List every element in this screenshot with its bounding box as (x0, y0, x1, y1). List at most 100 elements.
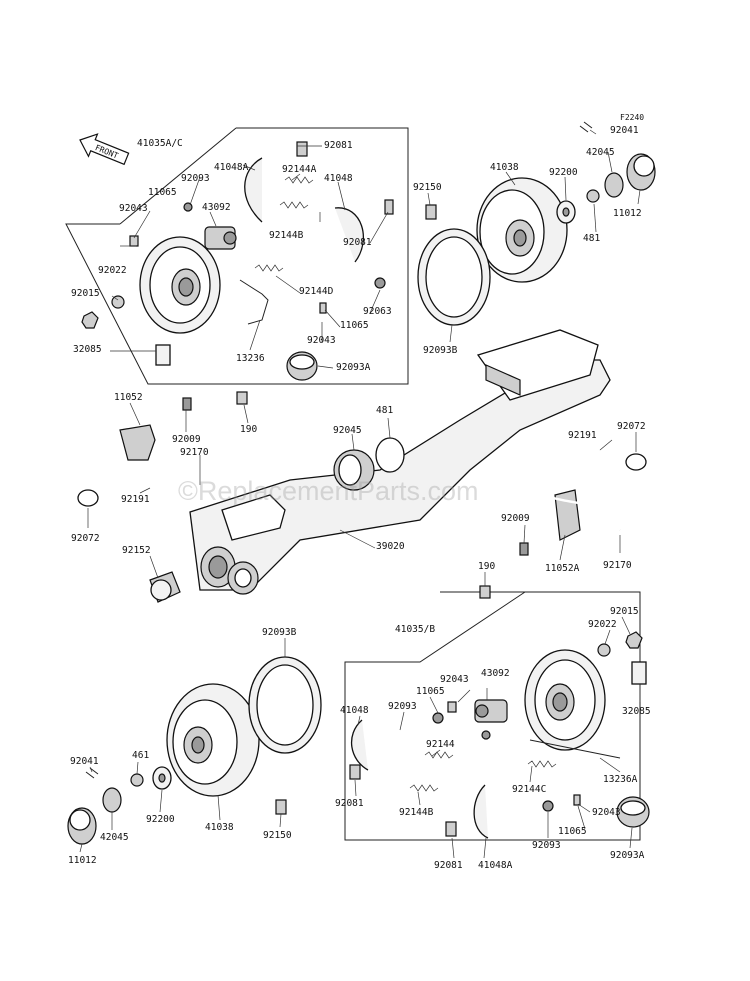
part-label: 92200 (549, 167, 578, 178)
brake-shoe-bottom-a (350, 719, 369, 771)
part-label: 92152 (122, 545, 151, 556)
part-label: 92191 (568, 430, 597, 441)
spring-92144c (527, 760, 557, 768)
brake-shoe-bottom-b (473, 784, 489, 839)
part-label: 92081 (335, 798, 364, 809)
spring-92144d (254, 264, 284, 272)
part-label: 92150 (413, 182, 442, 193)
lever-13236a (529, 739, 621, 759)
bracket-11052 (119, 391, 248, 461)
part-label: 32085 (73, 344, 102, 355)
front-arrow-icon: FRONT (79, 133, 130, 166)
part-label: 92144 (426, 739, 455, 750)
part-label: 92043 (440, 674, 469, 685)
part-label: 92022 (98, 265, 127, 276)
brake-lining-top-right (417, 228, 491, 326)
spring-92144b-bottom (409, 784, 439, 792)
part-label: 461 (132, 750, 149, 761)
part-label: 92093 (532, 840, 561, 851)
part-label: 92081 (434, 860, 463, 871)
part-label: 190 (240, 424, 257, 435)
part-label: 92015 (610, 606, 639, 617)
small-parts-top-left (81, 141, 394, 381)
part-label: 92150 (263, 830, 292, 841)
part-label: 41048A (214, 162, 249, 173)
brake-cable-right (518, 442, 647, 534)
part-label: 11065 (148, 187, 177, 198)
part-label: 92144C (512, 784, 546, 795)
brake-drum-bottom-left (166, 683, 260, 797)
part-label: 41048A (478, 860, 513, 871)
part-label: 92144B (399, 807, 434, 818)
part-label: 11065 (416, 686, 445, 697)
group-outlines (65, 127, 641, 841)
small-parts-bottom-right (349, 631, 650, 837)
leader-lines (79, 129, 641, 859)
part-labels: 41035A/C 92081 41048A 92093 92144A 41048… (68, 125, 651, 871)
brake-cable-left (77, 418, 191, 507)
part-label: 92043 (592, 807, 621, 818)
brake-drum-top-right (476, 177, 568, 283)
part-label: 32085 (622, 706, 651, 717)
brake-shoe-top-a (244, 157, 263, 223)
bearing-92045 (333, 449, 375, 491)
hub-parts-top-right (425, 121, 656, 224)
part-label: 92144D (299, 286, 334, 297)
part-label: 92009 (172, 434, 201, 445)
wheel-cylinder-top (204, 226, 237, 250)
part-label: 41035/B (395, 624, 435, 635)
part-label: 13236 (236, 353, 265, 364)
wheel-cylinder-bottom (474, 699, 508, 723)
part-label: 39020 (376, 541, 405, 552)
part-label: 92081 (324, 140, 353, 151)
part-label: 92045 (333, 425, 362, 436)
brake-shoe-top-b (334, 207, 364, 263)
part-label: 11052A (545, 563, 580, 574)
part-label: 41038 (490, 162, 519, 173)
part-label: 43092 (481, 668, 510, 679)
bracket-11052a (479, 489, 581, 599)
part-label: 92093A (610, 850, 645, 861)
brake-backing-plate-top-left (139, 236, 221, 334)
watermark: ©ReplacementParts.com (178, 476, 479, 506)
part-label: 92170 (180, 447, 209, 458)
axle-housing-39020 (189, 329, 611, 595)
part-label: 11012 (613, 208, 642, 219)
part-label: 43092 (202, 202, 231, 213)
part-label: 92072 (71, 533, 100, 544)
part-label: 41038 (205, 822, 234, 833)
brake-backing-plate-bottom-right (524, 649, 606, 751)
part-label: 92015 (71, 288, 100, 299)
part-label: 41035A/C (137, 138, 183, 149)
part-label: 11052 (114, 392, 143, 403)
spring-92144 (424, 751, 454, 759)
part-label: 92043 (307, 335, 336, 346)
part-label: 92093B (262, 627, 297, 638)
spring-92144b (279, 201, 309, 209)
part-label: 481 (583, 233, 600, 244)
part-label: 481 (376, 405, 393, 416)
brake-lining-bottom-left (248, 656, 322, 754)
part-label: 190 (478, 561, 495, 572)
part-label: 92093 (181, 173, 210, 184)
ring-481 (375, 437, 405, 473)
part-label: 92144A (282, 164, 317, 175)
part-label: 92093A (336, 362, 371, 373)
part-label: 13236A (603, 774, 638, 785)
part-label: 41048 (340, 705, 369, 716)
figure-code: F2240 (620, 113, 644, 122)
part-label: 92144B (269, 230, 304, 241)
part-label: 92043 (119, 203, 148, 214)
part-label: 42045 (100, 832, 129, 843)
part-label: 92072 (617, 421, 646, 432)
part-label: 11065 (340, 320, 369, 331)
part-label: 92093 (388, 701, 417, 712)
hub-parts-bottom-left (67, 766, 287, 845)
part-label: 92081 (343, 237, 372, 248)
part-label: 92191 (121, 494, 150, 505)
part-label: 92093B (423, 345, 458, 356)
seal-92152 (149, 571, 181, 603)
lever-13236 (239, 279, 269, 325)
part-label: 42045 (586, 147, 615, 158)
